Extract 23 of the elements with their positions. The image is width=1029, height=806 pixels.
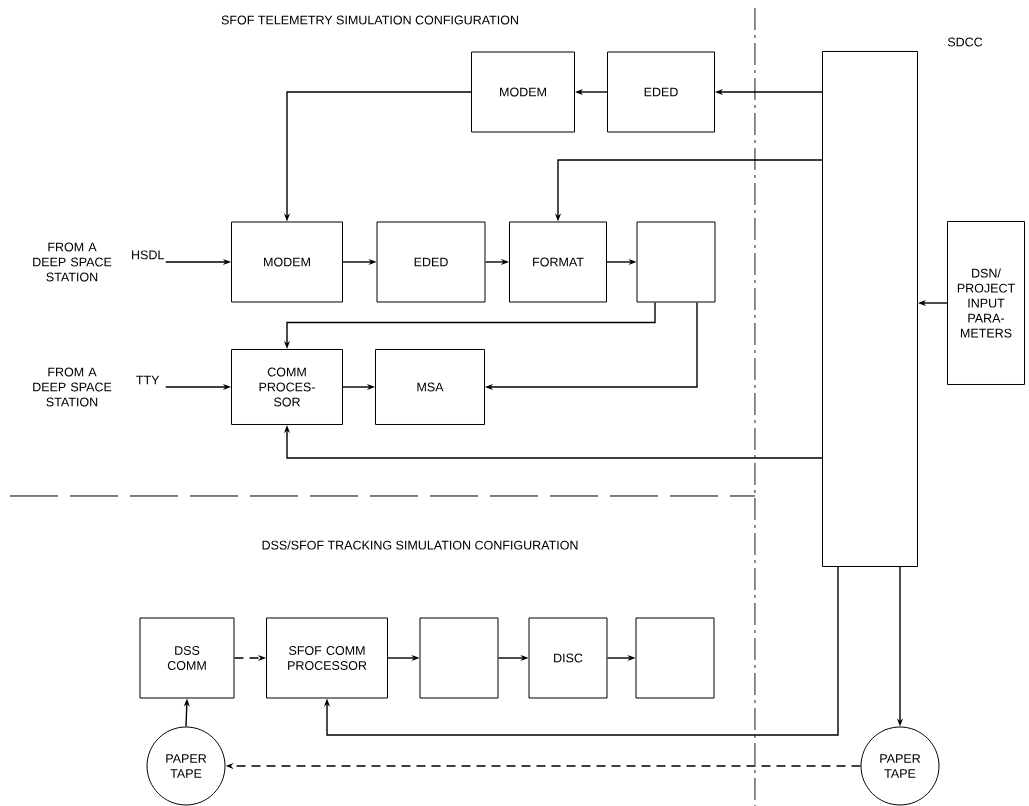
process-box: [822, 51, 918, 567]
process-box: EDED: [376, 221, 486, 303]
edge-label: TTY: [136, 375, 160, 385]
section-heading: DSS/SFOF TRACKING SIMULATION CONFIGURATION: [262, 540, 578, 550]
process-box: FORMAT: [509, 221, 607, 303]
edge-label: HSDL: [132, 250, 164, 260]
arrow: [323, 566, 839, 736]
process-box: MODEM: [471, 51, 575, 133]
process-box: [635, 617, 715, 699]
process-box: MSA: [375, 349, 485, 425]
process-box: DSN/ PROJECT INPUT PARA- METERS: [947, 221, 1025, 385]
process-box: MODEM: [231, 221, 343, 303]
process-box: [636, 221, 716, 303]
source-text: FROM A DEEP SPACE STATION: [33, 242, 112, 282]
process-box: DSS COMM: [139, 617, 235, 699]
process-box: EDED: [607, 51, 715, 133]
process-box: SFOF COMM PROCESSOR: [266, 617, 388, 699]
process-box: COMM PROCES- SOR: [231, 349, 343, 425]
process-box: DISC: [528, 617, 608, 699]
process-box: [419, 617, 499, 699]
facility-label: SDCC: [947, 37, 983, 47]
section-heading: SFOF TELEMETRY SIMULATION CONFIGURATION: [221, 15, 518, 25]
source-text: FROM A DEEP SPACE STATION: [33, 367, 112, 407]
